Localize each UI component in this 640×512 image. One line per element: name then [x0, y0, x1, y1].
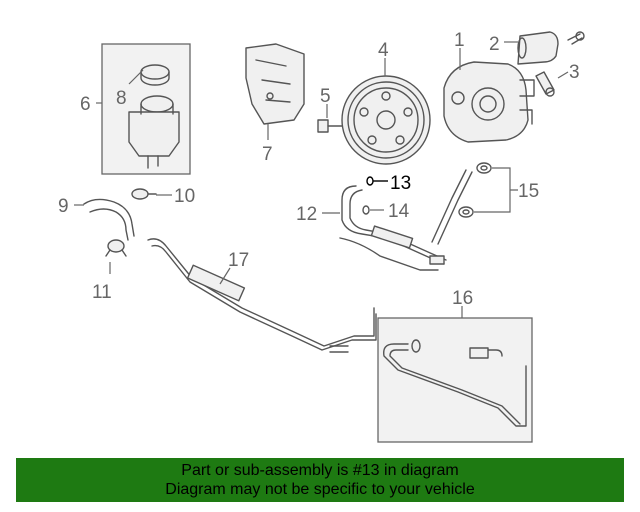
suction-hose — [83, 198, 135, 241]
callout-16: 16 — [452, 288, 473, 309]
callout-8: 8 — [116, 88, 127, 109]
cooler-line — [147, 238, 377, 353]
hose-clamp-11 — [105, 239, 127, 257]
callout-17: 17 — [228, 250, 249, 271]
hose-clamp-10 — [131, 188, 157, 200]
o-ring-14 — [362, 205, 370, 215]
callout-9: 9 — [58, 196, 69, 217]
callout-13: 13 — [390, 173, 411, 194]
info-banner: Part or sub-assembly is #13 in diagram D… — [16, 458, 624, 502]
callout-15: 15 — [518, 181, 539, 202]
bolt-5 — [317, 119, 343, 133]
return-line — [383, 339, 527, 427]
callout-14: 14 — [388, 201, 410, 222]
callout-6: 6 — [80, 94, 91, 115]
seal-washers-15 — [458, 162, 492, 218]
return-line-box — [377, 317, 533, 443]
power-steering-pump — [443, 61, 535, 143]
banner-line-1: Part or sub-assembly is #13 in diagram — [181, 462, 459, 479]
callout-3: 3 — [569, 62, 580, 83]
callout-10: 10 — [174, 186, 195, 207]
callout-5: 5 — [320, 86, 331, 107]
callout-1: 1 — [454, 30, 465, 51]
callout-11: 11 — [92, 282, 112, 303]
pump-pulley — [341, 75, 431, 165]
pressure-hose — [339, 169, 473, 271]
callout-2: 2 — [489, 34, 500, 55]
flow-valve — [517, 31, 559, 65]
callout-12: 12 — [296, 204, 317, 225]
fitting-3 — [535, 71, 555, 97]
fitting-2 — [567, 31, 585, 45]
reservoir-tank — [128, 95, 180, 169]
callout-4: 4 — [378, 40, 389, 61]
callout-7: 7 — [262, 144, 273, 165]
o-ring-13 — [366, 176, 388, 186]
parts-diagram: 1 2 3 4 5 6 7 8 9 10 11 12 13 14 15 16 1… — [58, 30, 585, 443]
pump-bracket — [245, 43, 305, 125]
banner-line-2: Diagram may not be specific to your vehi… — [165, 481, 475, 498]
